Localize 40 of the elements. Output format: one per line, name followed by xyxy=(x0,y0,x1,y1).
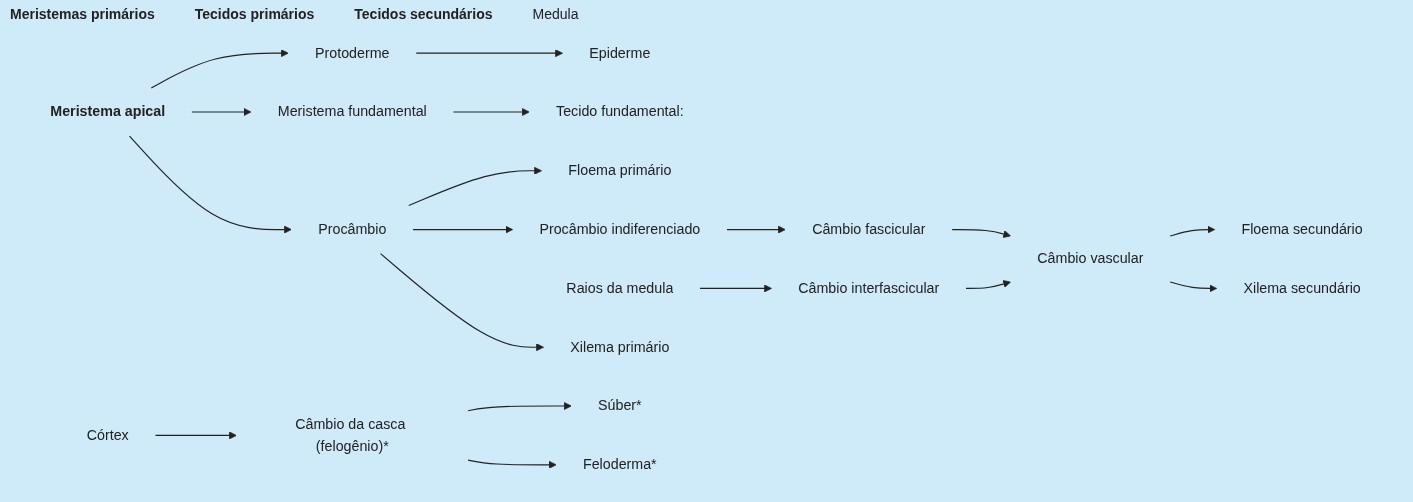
node-text: Câmbio interfascicular xyxy=(798,280,940,296)
node-text: Procâmbio xyxy=(318,221,387,237)
node-text: Meristema fundamental xyxy=(277,103,427,120)
arrow xyxy=(965,280,1011,289)
node-text: Raios da medula xyxy=(566,280,674,296)
note-text: Tecidos secundários xyxy=(354,6,493,22)
note-text: Meristemas primários xyxy=(10,6,155,22)
arrow xyxy=(128,135,292,234)
node-text: Xilema primário xyxy=(570,339,670,355)
node-text: Protoderme xyxy=(315,45,390,61)
arrow xyxy=(150,49,289,89)
node-text: Câmbio fascicular xyxy=(812,221,926,237)
arrow xyxy=(379,253,544,352)
arrow xyxy=(415,49,563,58)
node-text: Procâmbio indiferenciado xyxy=(539,221,701,237)
note-text: Tecidos primários xyxy=(194,6,315,22)
node-text: Súber* xyxy=(598,397,642,414)
node-text: Feloderma* xyxy=(582,456,657,472)
note-text: Medula xyxy=(532,6,579,22)
arrow xyxy=(408,166,542,207)
arrow xyxy=(467,459,557,469)
arrow xyxy=(412,225,513,234)
arrow xyxy=(726,225,786,234)
node-text: Córtex xyxy=(86,427,129,443)
arrow xyxy=(1169,281,1218,293)
node-text: Câmbio da casca (felogênio)* xyxy=(295,416,406,454)
node-text: Floema secundário xyxy=(1241,221,1363,237)
node-text: Câmbio vascular xyxy=(1037,250,1144,267)
arrow xyxy=(699,284,772,293)
arrow xyxy=(154,431,237,440)
node-text: Xilema secundário xyxy=(1243,280,1361,296)
arrow xyxy=(452,108,530,116)
arrow xyxy=(951,229,1011,238)
node-text: Meristema apical xyxy=(50,103,166,120)
node-text: Tecido fundamental: xyxy=(556,103,684,120)
arrow xyxy=(191,108,252,116)
node-text: Epiderme xyxy=(589,45,651,61)
node-text: Floema primário xyxy=(568,162,672,178)
arrow xyxy=(467,402,572,412)
arrow xyxy=(1169,225,1216,237)
